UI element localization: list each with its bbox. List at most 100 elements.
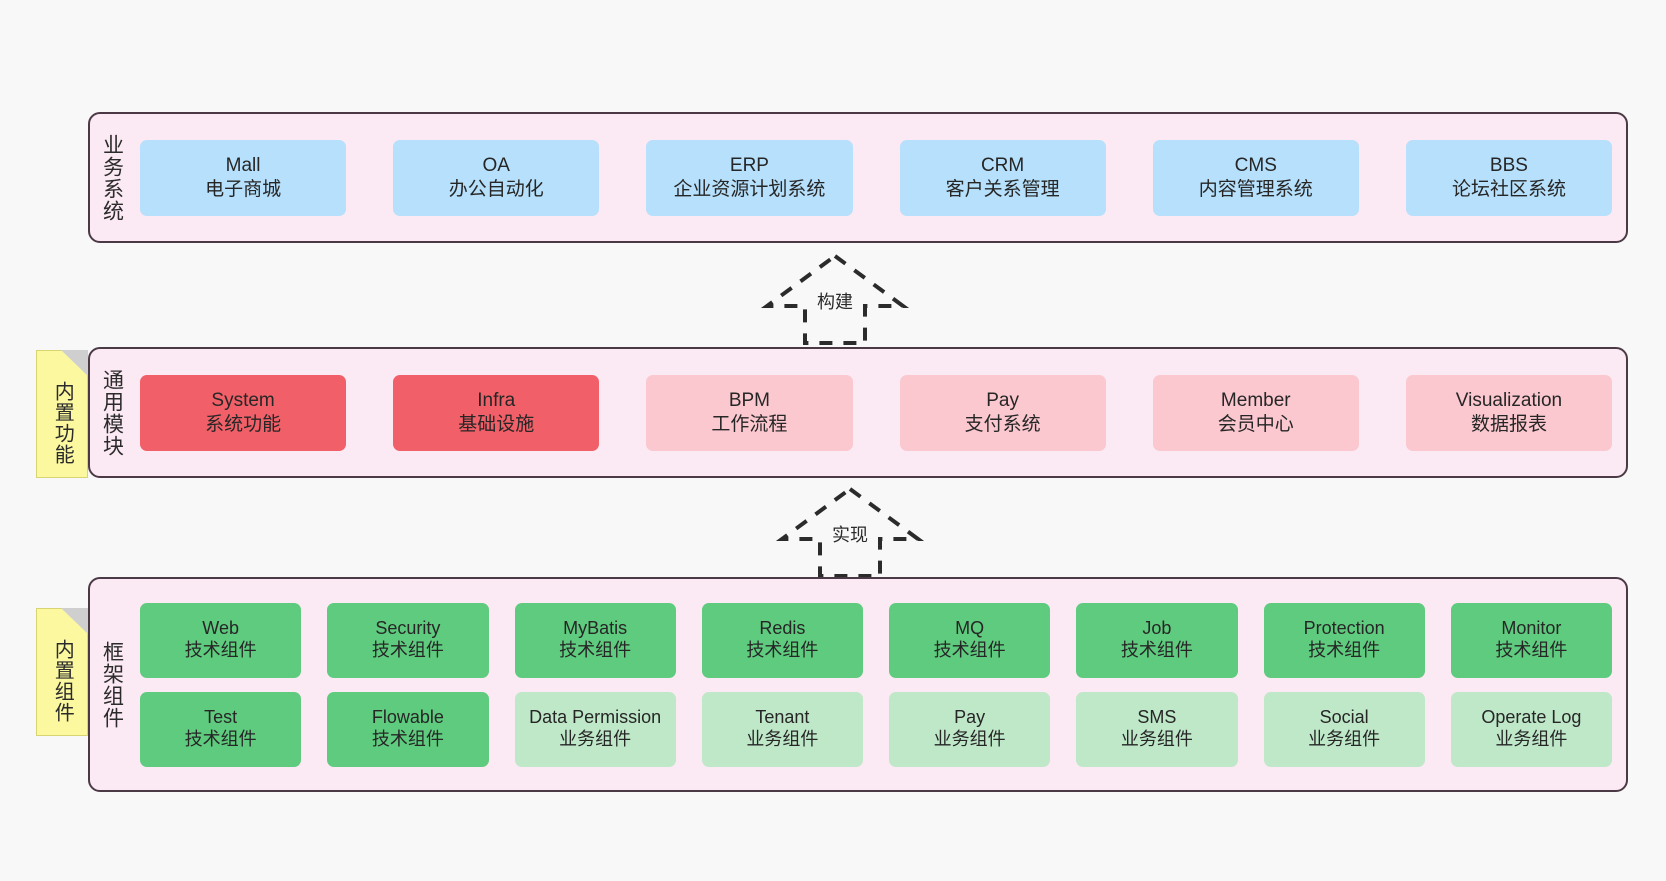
node-member-cn: 会员中心: [1217, 413, 1294, 435]
node-mq-cn: 技术组件: [933, 640, 1006, 660]
node-crm-en: CRM: [980, 155, 1025, 177]
node-sms[interactable]: SMS 业务组件: [1076, 691, 1238, 767]
node-monitor[interactable]: Monitor 技术组件: [1450, 602, 1612, 678]
node-test-cn: 技术组件: [184, 729, 257, 749]
node-mq-en: MQ: [955, 618, 985, 639]
arrow-build: 构建: [760, 250, 910, 345]
node-oa[interactable]: OA 办公自动化: [393, 139, 600, 216]
node-crm[interactable]: CRM 客户关系管理: [899, 139, 1106, 216]
node-tenant[interactable]: Tenant 业务组件: [701, 691, 863, 767]
node-web-en: Web: [202, 618, 239, 639]
node-bpm[interactable]: BPM 工作流程: [646, 374, 853, 451]
node-social[interactable]: Social 业务组件: [1263, 691, 1425, 767]
node-oa-cn: 办公自动化: [448, 178, 544, 200]
node-member[interactable]: Member 会员中心: [1152, 374, 1359, 451]
node-web[interactable]: Web 技术组件: [140, 602, 302, 678]
node-pay-module-cn: 支付系统: [964, 413, 1041, 435]
node-flowable-en: Flowable: [371, 707, 444, 728]
node-redis-en: Redis: [759, 618, 806, 639]
arrow-implement-icon: [775, 486, 925, 578]
node-data-permission-en: Data Permission: [529, 707, 662, 728]
node-test[interactable]: Test 技术组件: [140, 691, 302, 767]
node-system[interactable]: System 系统功能: [140, 374, 347, 451]
layer-business-systems: 业务系统 Mall 电子商城 OA 办公自动化 ERP 企业资源计划系统 CRM…: [88, 112, 1628, 243]
node-pay-module-en: Pay: [986, 390, 1019, 412]
node-infra-cn: 基础设施: [458, 413, 535, 435]
node-crm-cn: 客户关系管理: [945, 178, 1060, 200]
node-social-en: Social: [1319, 707, 1369, 728]
node-social-cn: 业务组件: [1308, 729, 1381, 749]
framework-row-biz: Test 技术组件 Flowable 技术组件 Data Permission …: [140, 691, 1612, 767]
layer-title-framework: 框架组件: [100, 640, 124, 729]
node-protection[interactable]: Protection 技术组件: [1263, 602, 1425, 678]
node-operate-log-en: Operate Log: [1481, 707, 1582, 728]
node-bbs-en: BBS: [1489, 155, 1528, 177]
node-cms-en: CMS: [1234, 155, 1277, 177]
arrow-build-icon: [760, 253, 910, 345]
node-mall-en: Mall: [225, 155, 261, 177]
node-pay-component-en: Pay: [954, 707, 986, 728]
node-bpm-en: BPM: [728, 390, 771, 412]
node-visualization[interactable]: Visualization 数据报表: [1405, 374, 1613, 451]
node-protection-en: Protection: [1303, 618, 1385, 639]
node-pay-component-cn: 业务组件: [933, 729, 1006, 749]
node-flowable-cn: 技术组件: [371, 729, 444, 749]
node-cms[interactable]: CMS 内容管理系统: [1152, 139, 1359, 216]
node-erp[interactable]: ERP 企业资源计划系统: [646, 139, 853, 216]
node-job[interactable]: Job 技术组件: [1076, 602, 1238, 678]
layer-title-modules: 通用模块: [100, 368, 124, 457]
node-redis[interactable]: Redis 技术组件: [701, 602, 863, 678]
node-visualization-cn: 数据报表: [1470, 413, 1547, 435]
layer-title-business: 业务系统: [100, 133, 124, 222]
node-tenant-en: Tenant: [755, 707, 810, 728]
node-visualization-en: Visualization: [1455, 390, 1563, 412]
layer-framework-components: 框架组件 Web 技术组件 Security 技术组件 MyBatis 技术组件…: [88, 577, 1628, 792]
node-erp-cn: 企业资源计划系统: [673, 178, 826, 200]
layer-body-framework: Web 技术组件 Security 技术组件 MyBatis 技术组件 Redi…: [134, 579, 1626, 790]
node-bpm-cn: 工作流程: [711, 413, 788, 435]
node-security-cn: 技术组件: [371, 640, 444, 660]
node-operate-log-cn: 业务组件: [1495, 729, 1568, 749]
node-security[interactable]: Security 技术组件: [327, 602, 489, 678]
node-infra-en: Infra: [477, 390, 516, 412]
framework-row-tech: Web 技术组件 Security 技术组件 MyBatis 技术组件 Redi…: [140, 602, 1612, 678]
node-data-permission[interactable]: Data Permission 业务组件: [514, 691, 676, 767]
node-redis-cn: 技术组件: [746, 640, 819, 660]
node-mq[interactable]: MQ 技术组件: [889, 602, 1051, 678]
node-oa-en: OA: [482, 155, 510, 177]
node-bbs[interactable]: BBS 论坛社区系统: [1405, 139, 1613, 216]
node-cms-cn: 内容管理系统: [1198, 178, 1313, 200]
node-mybatis-en: MyBatis: [563, 618, 628, 639]
node-web-cn: 技术组件: [184, 640, 257, 660]
node-test-en: Test: [204, 707, 238, 728]
node-monitor-en: Monitor: [1501, 618, 1562, 639]
node-erp-en: ERP: [729, 155, 769, 177]
node-sms-en: SMS: [1137, 707, 1177, 728]
layer-general-modules: 通用模块 System 系统功能 Infra 基础设施 BPM 工作流程 Pay…: [88, 347, 1628, 478]
node-tenant-cn: 业务组件: [746, 729, 819, 749]
note-builtin-features: 内置功能: [36, 350, 88, 478]
node-job-cn: 技术组件: [1120, 640, 1193, 660]
node-security-en: Security: [375, 618, 441, 639]
node-protection-cn: 技术组件: [1308, 640, 1381, 660]
layer-body-business: Mall 电子商城 OA 办公自动化 ERP 企业资源计划系统 CRM 客户关系…: [134, 114, 1626, 241]
node-mall-cn: 电子商城: [205, 178, 282, 200]
node-system-en: System: [211, 390, 275, 412]
node-pay-module[interactable]: Pay 支付系统: [899, 374, 1106, 451]
node-operate-log[interactable]: Operate Log 业务组件: [1450, 691, 1612, 767]
node-flowable[interactable]: Flowable 技术组件: [327, 691, 489, 767]
node-infra[interactable]: Infra 基础设施: [393, 374, 600, 451]
node-pay-component[interactable]: Pay 业务组件: [889, 691, 1051, 767]
node-member-en: Member: [1220, 390, 1291, 412]
node-mybatis-cn: 技术组件: [559, 640, 632, 660]
node-mall[interactable]: Mall 电子商城: [140, 139, 347, 216]
node-bbs-cn: 论坛社区系统: [1451, 178, 1566, 200]
node-job-en: Job: [1142, 618, 1172, 639]
node-monitor-cn: 技术组件: [1495, 640, 1568, 660]
arrow-implement: 实现: [775, 483, 925, 578]
node-data-permission-cn: 业务组件: [559, 729, 632, 749]
node-system-cn: 系统功能: [205, 413, 282, 435]
node-mybatis[interactable]: MyBatis 技术组件: [514, 602, 676, 678]
note-builtin-components: 内置组件: [36, 608, 88, 736]
